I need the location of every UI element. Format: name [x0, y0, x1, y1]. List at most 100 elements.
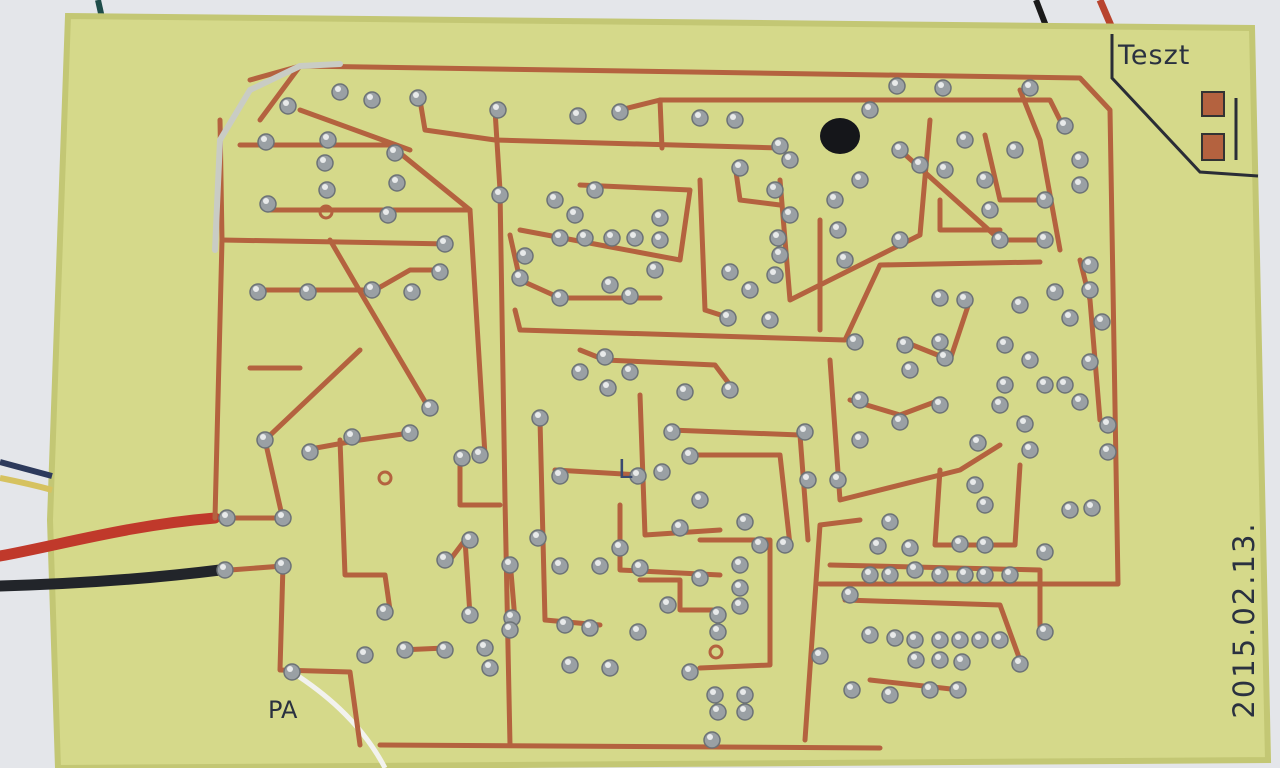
solder-joint — [1099, 443, 1117, 461]
solder-highlight — [380, 606, 386, 612]
solder-highlight — [287, 666, 293, 672]
solder-joint — [991, 631, 1009, 649]
solder-joint — [841, 586, 859, 604]
solder-joint — [721, 381, 739, 399]
solder-highlight — [480, 642, 486, 648]
solder-highlight — [850, 336, 856, 342]
solder-highlight — [650, 264, 656, 270]
solder-joint — [363, 91, 381, 109]
solder-joint — [956, 566, 974, 584]
solder-joint — [581, 619, 599, 637]
solder-joint — [736, 703, 754, 721]
solder-joint — [256, 431, 274, 449]
solder-joint — [218, 509, 236, 527]
solder-highlight — [885, 516, 891, 522]
solder-joint — [731, 159, 749, 177]
solder-highlight — [905, 364, 911, 370]
solder-joint — [869, 537, 887, 555]
solder-joint — [934, 79, 952, 97]
solder-highlight — [600, 351, 606, 357]
copper-trace — [552, 467, 643, 478]
solder-joint — [766, 181, 784, 199]
solder-joint — [546, 191, 564, 209]
solder-highlight — [1060, 120, 1066, 126]
solder-joint — [299, 283, 317, 301]
solder-joint — [599, 379, 617, 397]
solder-highlight — [723, 312, 729, 318]
solder-joint — [629, 623, 647, 641]
solder-highlight — [895, 144, 901, 150]
solder-highlight — [555, 292, 561, 298]
solder-joint — [279, 97, 297, 115]
test-area-label: Teszt — [1118, 40, 1191, 71]
cable-top-black — [1033, 0, 1049, 28]
tinned-trace — [212, 61, 343, 253]
solder-highlight — [555, 232, 561, 238]
drill-ring — [377, 470, 393, 486]
solder-joint — [569, 107, 587, 125]
solder-highlight — [1040, 546, 1046, 552]
solder-joint — [1011, 655, 1029, 673]
solder-joint — [318, 181, 336, 199]
solder-highlight — [615, 542, 621, 548]
copper-trace — [867, 677, 963, 693]
drill-ring — [318, 204, 334, 220]
solder-joint — [953, 653, 971, 671]
solder-highlight — [407, 286, 413, 292]
solder-joint — [761, 311, 779, 329]
solder-highlight — [915, 159, 921, 165]
solder-highlight — [865, 569, 871, 575]
copper-trace — [277, 562, 363, 748]
solder-highlight — [440, 238, 446, 244]
solder-joint — [551, 557, 569, 575]
solder-highlight — [1085, 284, 1091, 290]
solder-highlight — [633, 626, 639, 632]
solder-joint — [436, 551, 454, 569]
solder-joint — [1083, 499, 1101, 517]
solder-highlight — [725, 384, 731, 390]
solder-highlight — [910, 634, 916, 640]
solder-joint — [956, 291, 974, 309]
copper-trace — [617, 502, 723, 578]
solder-highlight — [1075, 179, 1081, 185]
copper-trace — [337, 437, 393, 613]
solder-highlight — [707, 734, 713, 740]
solder-highlight — [735, 162, 741, 168]
solder-highlight — [278, 512, 284, 518]
solder-highlight — [413, 92, 419, 98]
solder-highlight — [995, 234, 1001, 240]
solder-joint — [851, 391, 869, 409]
solder-joint — [529, 529, 547, 547]
solder-highlight — [955, 538, 961, 544]
solder-joint — [586, 181, 604, 199]
solder-joint — [1021, 79, 1039, 97]
solder-highlight — [900, 339, 906, 345]
solder-highlight — [873, 540, 879, 546]
copper-trace — [932, 462, 1023, 548]
solder-highlight — [635, 562, 641, 568]
solder-joint — [331, 83, 349, 101]
solder-joint — [1056, 117, 1074, 135]
transistor-component — [820, 118, 860, 154]
solder-joint — [1071, 151, 1089, 169]
solder-highlight — [940, 352, 946, 358]
solder-highlight — [1097, 316, 1103, 322]
solder-joint — [901, 539, 919, 557]
solder-joint — [386, 144, 404, 162]
solder-highlight — [775, 249, 781, 255]
solder-highlight — [575, 366, 581, 372]
solder-highlight — [465, 534, 471, 540]
solder-highlight — [1015, 299, 1021, 305]
solder-highlight — [845, 589, 851, 595]
solder-joint — [611, 539, 629, 557]
solder-highlight — [1010, 144, 1016, 150]
solder-highlight — [1050, 286, 1056, 292]
solder-highlight — [475, 449, 481, 455]
solder-highlight — [485, 662, 491, 668]
solder-joint — [388, 174, 406, 192]
solder-joint — [531, 409, 549, 427]
solder-joint — [921, 681, 939, 699]
solder-highlight — [775, 140, 781, 146]
solder-highlight — [995, 634, 1001, 640]
